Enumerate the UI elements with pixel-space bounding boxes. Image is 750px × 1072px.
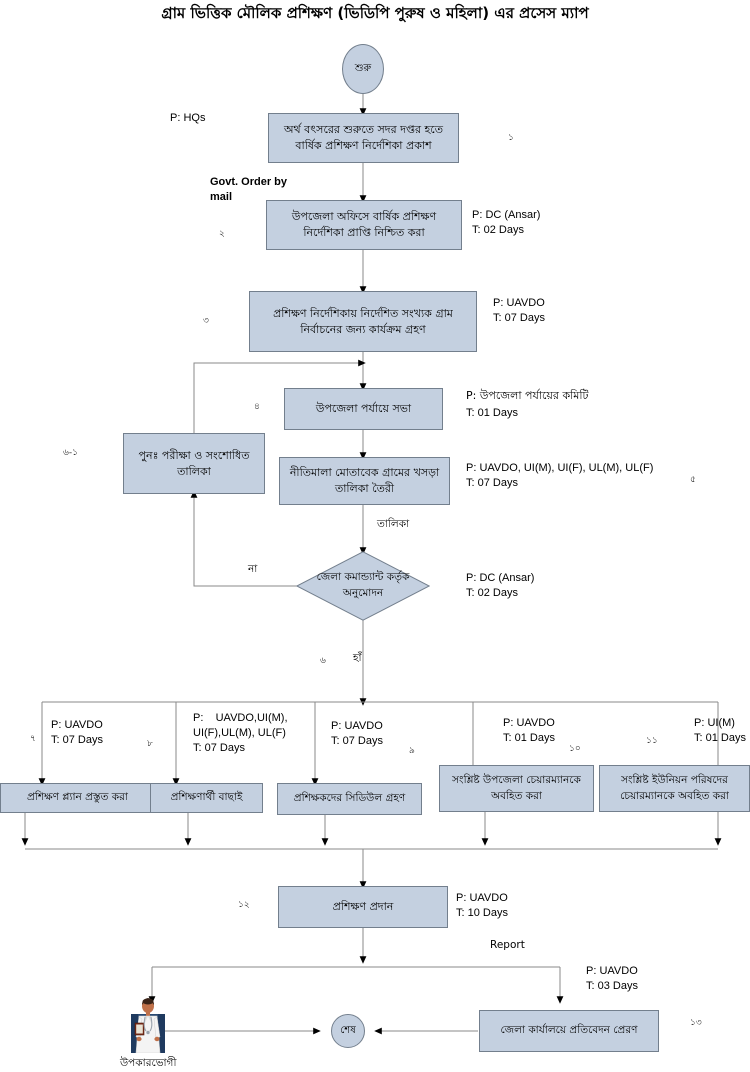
beneficiary-figure xyxy=(124,997,172,1054)
node-4-label: উপজেলা পর্যায়ে সভা xyxy=(315,402,412,416)
annotation-step12: P: UAVDO T: 10 Days xyxy=(456,892,508,919)
annotation-step3: P: UAVDO T: 07 Days xyxy=(493,297,545,324)
node-5-label: নীতিমালা মোতাবেক গ্রামের খসড়া তালিকা তৈ… xyxy=(289,466,440,495)
node-village-selection-program[interactable]: প্রশিক্ষণ নির্দেশিকায় নির্দেশিত সংখ্যক … xyxy=(249,291,477,352)
annotation-step7: P: UAVDO T: 07 Days xyxy=(51,719,103,746)
node-9-label: প্রশিক্ষকদের সিডিউল গ্রহণ xyxy=(293,792,406,805)
edge-label-report: Report xyxy=(490,939,525,951)
annotation-govt-order: Govt. Order by mail xyxy=(210,176,288,203)
step-number-4: ৪ xyxy=(254,402,260,412)
node-end-label: শেষ xyxy=(340,1024,356,1036)
node-2-label: উপজেলা অফিসে বার্ষিক প্রশিক্ষণ নির্দেশিক… xyxy=(291,210,437,239)
node-1-label: অর্থ বৎসরের শুরুতে সদর দপ্তর হতে বার্ষিক… xyxy=(284,123,443,152)
node-11-label: সংশ্লিষ্ট ইউনিয়ন পরিষদের চেয়ারম্যানকে … xyxy=(620,774,729,802)
edge-label-no: না xyxy=(248,563,258,575)
node-3-label: প্রশিক্ষণ নির্দেশিকায় নির্দেশিত সংখ্যক … xyxy=(273,306,453,336)
step-number-11: ১১ xyxy=(646,736,658,746)
annotation-step5: P: UAVDO, UI(M), UI(F), UL(M), UL(F) T: … xyxy=(466,462,654,489)
node-prepare-training-plan[interactable]: প্রশিক্ষণ প্ল্যান প্রস্তুত করা xyxy=(0,783,155,813)
edge-label-yes: হাঁ xyxy=(353,652,362,664)
node-start-label: শুরু xyxy=(354,62,372,74)
step-number-1: ১ xyxy=(508,133,514,143)
step-number-8: ৮ xyxy=(147,739,153,749)
annotation-hqs: P: HQs xyxy=(170,112,206,124)
step-number-13: ১৩ xyxy=(690,1018,702,1028)
edge-label-talika: তালিকা xyxy=(377,518,410,530)
node-6a-label: পুনঃ পরীক্ষা ও সংশোধিত তালিকা xyxy=(138,448,250,478)
step-number-12: ১২ xyxy=(238,900,250,910)
node-publish-annual-guideline[interactable]: অর্থ বৎসরের শুরুতে সদর দপ্তর হতে বার্ষিক… xyxy=(268,113,459,163)
node-upazila-level-meeting[interactable]: উপজেলা পর্যায়ে সভা xyxy=(284,388,443,430)
node-end[interactable]: শেষ xyxy=(331,1014,365,1048)
annotation-step13: P: UAVDO T: 03 Days xyxy=(586,965,638,992)
annotation-step2: P: DC (Ansar) T: 02 Days xyxy=(472,209,541,236)
beneficiary-caption: উপকারভোগী xyxy=(120,1057,177,1069)
node-13-label: জেলা কার্যালয়ে প্রতিবেদন প্রেরণ xyxy=(500,1024,638,1037)
node-inform-upazila-chairman[interactable]: সংশ্লিষ্ট উপজেলা চেয়ারম্যানকে অবহিত করা xyxy=(439,765,594,812)
step-number-2: ২ xyxy=(219,229,225,239)
step-number-5: ৫ xyxy=(690,475,696,485)
node-commandant-approval[interactable]: জেলা কমান্ড্যান্ট কর্তৃক অনুমোদন xyxy=(295,551,431,621)
annotation-step9: P: UAVDO T: 07 Days xyxy=(331,720,383,747)
node-10-label: সংশ্লিষ্ট উপজেলা চেয়ারম্যানকে অবহিত করা xyxy=(452,774,581,802)
step-number-10: ১০ xyxy=(569,744,581,754)
annotation-step6: P: DC (Ansar) T: 02 Days xyxy=(466,572,535,599)
node-inform-union-chairman[interactable]: সংশ্লিষ্ট ইউনিয়ন পরিষদের চেয়ারম্যানকে … xyxy=(599,765,750,812)
node-12-label: প্রশিক্ষণ প্রদান xyxy=(332,900,394,914)
page-title: গ্রাম ভিত্তিক মৌলিক প্রশিক্ষণ (ভিডিপি পু… xyxy=(161,4,589,22)
step-number-6: ৬ xyxy=(320,656,326,666)
node-start[interactable]: শুরু xyxy=(342,44,384,94)
step-number-7: ৭ xyxy=(30,734,36,744)
annotation-step8: P: UAVDO,UI(M), UI(F),UL(M), UL(F) T: 07… xyxy=(193,712,288,754)
node-select-trainees[interactable]: প্রশিক্ষণার্থী বাছাই xyxy=(150,783,263,813)
annotation-step10: P: UAVDO T: 01 Days xyxy=(503,717,555,744)
node-8-label: প্রশিক্ষণার্থী বাছাই xyxy=(170,791,243,804)
step-number-6-1: ৬-১ xyxy=(63,448,78,458)
node-draft-village-list[interactable]: নীতিমালা মোতাবেক গ্রামের খসড়া তালিকা তৈ… xyxy=(279,457,450,505)
annotation-step4-person: P: উপজেলা পর্যায়ের কমিটি xyxy=(466,389,589,402)
node-7-label: প্রশিক্ষণ প্ল্যান প্রস্তুত করা xyxy=(27,791,128,804)
annotation-step11: P: UI(M) T: 01 Days xyxy=(694,717,746,744)
node-send-report-district[interactable]: জেলা কার্যালয়ে প্রতিবেদন প্রেরণ xyxy=(479,1010,659,1052)
step-number-9: ৯ xyxy=(409,746,415,756)
diamond-shape xyxy=(295,551,431,621)
node-provide-training[interactable]: প্রশিক্ষণ প্রদান xyxy=(278,886,448,928)
node-recheck-revised-list[interactable]: পুনঃ পরীক্ষা ও সংশোধিত তালিকা xyxy=(123,433,265,494)
annotation-step4-time: T: 01 Days xyxy=(466,407,518,419)
node-trainer-schedule[interactable]: প্রশিক্ষকদের সিডিউল গ্রহণ xyxy=(277,783,422,815)
node-confirm-receipt-upazila[interactable]: উপজেলা অফিসে বার্ষিক প্রশিক্ষণ নির্দেশিক… xyxy=(266,200,462,250)
step-number-3: ৩ xyxy=(203,316,209,326)
